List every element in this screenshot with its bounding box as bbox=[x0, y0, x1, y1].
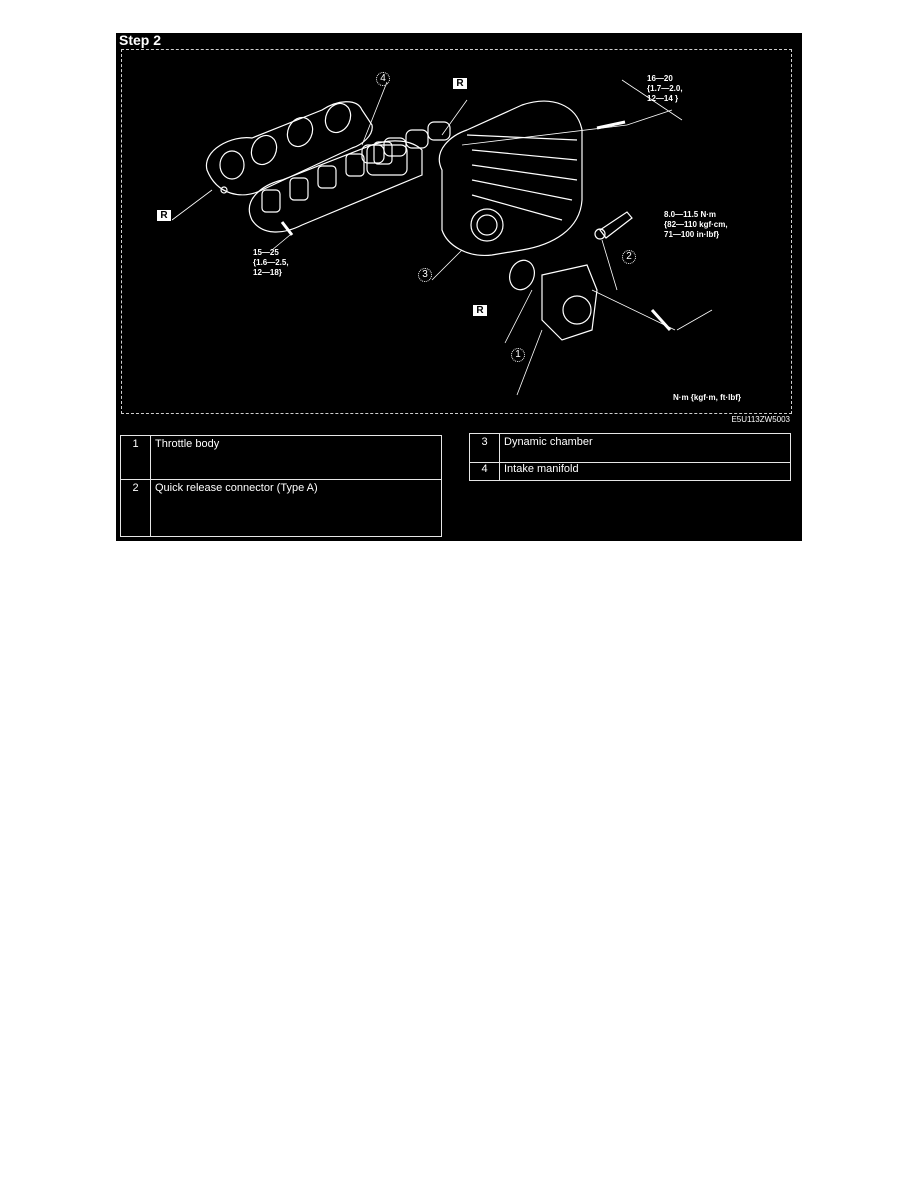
legend-table-right: 3 Dynamic chamber 4 Intake manifold bbox=[469, 433, 791, 481]
legend-label: Throttle body bbox=[150, 435, 442, 480]
intake-manifold-drawing bbox=[248, 140, 423, 233]
bolt-throttle bbox=[650, 308, 672, 332]
legend-num: 4 bbox=[469, 462, 500, 481]
legend-row: 3 Dynamic chamber bbox=[469, 433, 791, 463]
intake-manifold-diagram bbox=[171, 79, 713, 396]
legend-row: 2 Quick release connector (Type A) bbox=[120, 479, 442, 537]
legend-row: 4 Intake manifold bbox=[469, 462, 791, 481]
legend-label: Quick release connector (Type A) bbox=[150, 479, 442, 537]
legend-label: Intake manifold bbox=[499, 462, 791, 481]
port-gaskets-drawing bbox=[361, 121, 451, 164]
callout-3: 3 bbox=[418, 268, 432, 282]
callout-4: 4 bbox=[376, 72, 390, 86]
bolt-manifold bbox=[280, 221, 294, 236]
torque-spec-throttle-body: 8.0—11.5 N·m {82—110 kgf·cm, 71—100 in·l… bbox=[664, 210, 728, 239]
torque-spec-upper-right: 16—20 {1.7—2.0, 12—14 } bbox=[647, 74, 683, 103]
legend-num: 3 bbox=[469, 433, 500, 463]
quick-connector-drawing bbox=[594, 211, 633, 240]
legend-num: 1 bbox=[120, 435, 151, 480]
units-note: N·m {kgf·m, ft·lbf} bbox=[673, 393, 741, 402]
step-panel: Step 2 bbox=[116, 33, 802, 541]
replace-marker-throttle-gasket: R bbox=[472, 304, 488, 317]
replace-marker-port-gasket: R bbox=[452, 77, 468, 90]
torque-spec-manifold: 15—25 {1.6—2.5, 12—18} bbox=[253, 248, 289, 277]
legend-label: Dynamic chamber bbox=[499, 433, 791, 463]
step-title: Step 2 bbox=[119, 32, 162, 48]
bolt-upper bbox=[596, 120, 626, 130]
legend-table-left: 1 Throttle body 2 Quick release connecto… bbox=[120, 435, 442, 537]
legend-num: 2 bbox=[120, 479, 151, 537]
legend-row: 1 Throttle body bbox=[120, 435, 442, 480]
diagram-frame: 16—20 {1.7—2.0, 12—14 } 8.0—11.5 N·m {82… bbox=[121, 49, 792, 414]
figure-id: E5U113ZW5003 bbox=[731, 415, 790, 424]
dynamic-chamber-drawing bbox=[438, 100, 583, 257]
callout-1: 1 bbox=[511, 348, 525, 362]
replace-marker-gasket: R bbox=[156, 209, 172, 222]
callout-2: 2 bbox=[622, 250, 636, 264]
gasket-drawing bbox=[205, 101, 373, 196]
throttle-body-drawing bbox=[509, 259, 598, 341]
